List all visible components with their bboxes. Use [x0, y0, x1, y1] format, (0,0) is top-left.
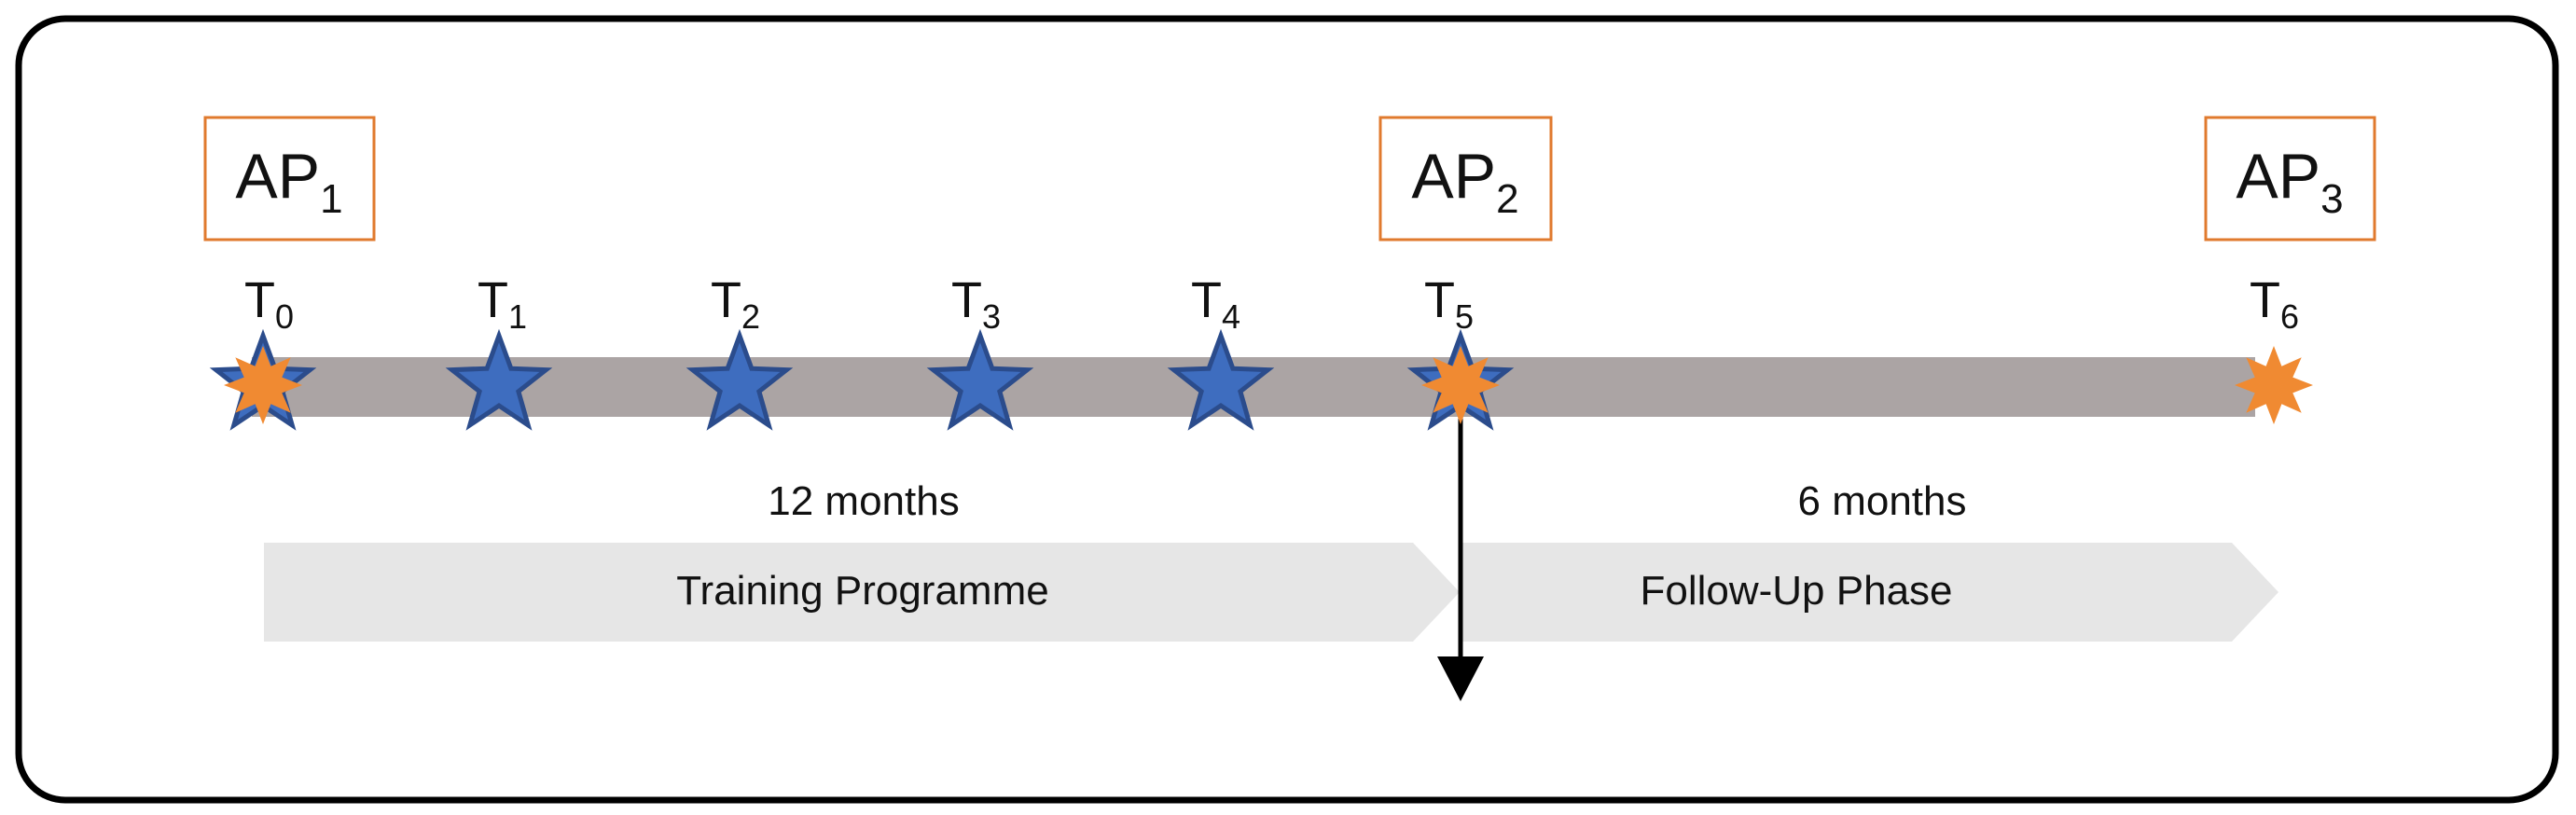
- phase-label-training: Training Programme: [676, 568, 1048, 614]
- orange-burst-icon-t6: [2235, 346, 2313, 424]
- blue-star-icon-t3: [926, 328, 1034, 431]
- timepoint-label-t3: T3: [951, 272, 1001, 336]
- timepoint-label-t5: T5: [1424, 272, 1474, 336]
- ap-box-2: AP2: [1378, 116, 1553, 242]
- timepoint-label-t4: T4: [1191, 272, 1240, 336]
- duration-label-12-months: 12 months: [768, 478, 959, 524]
- svg-text:AP1: AP1: [235, 141, 342, 222]
- ap-label-3: AP: [2236, 141, 2320, 212]
- phase-label-follow-up: Follow-Up Phase: [1640, 568, 1952, 614]
- blue-star-icon-t4: [1167, 328, 1275, 431]
- phase-arrow-follow-up: [1462, 543, 2278, 642]
- svg-text:AP3: AP3: [2236, 141, 2343, 222]
- ap-subscript-1: 1: [320, 176, 342, 222]
- ap-subscript-2: 2: [1496, 176, 1518, 222]
- ap-label-2: AP: [1411, 141, 1496, 212]
- timeline-bar: [252, 357, 2255, 417]
- orange-burst-icon-t0: [224, 346, 302, 424]
- ap-subscript-3: 3: [2320, 176, 2343, 222]
- ap-box-1: AP1: [203, 116, 376, 242]
- timepoint-label-t1: T1: [478, 272, 527, 336]
- timepoint-label-t2: T2: [711, 272, 760, 336]
- timepoint-label-t0: T0: [244, 272, 294, 336]
- svg-text:AP2: AP2: [1411, 141, 1518, 222]
- orange-burst-icon-t5: [1421, 346, 1500, 424]
- phase-arrow-training: [264, 543, 1460, 642]
- ap-label-1: AP: [235, 141, 320, 212]
- blue-star-icon-t1: [445, 328, 553, 431]
- ap-box-3: AP3: [2204, 116, 2376, 242]
- timepoint-label-t6: T6: [2250, 272, 2299, 336]
- duration-label-6-months: 6 months: [1798, 478, 1967, 524]
- blue-star-icon-t2: [686, 328, 794, 431]
- down-arrow-icon: [1437, 656, 1484, 701]
